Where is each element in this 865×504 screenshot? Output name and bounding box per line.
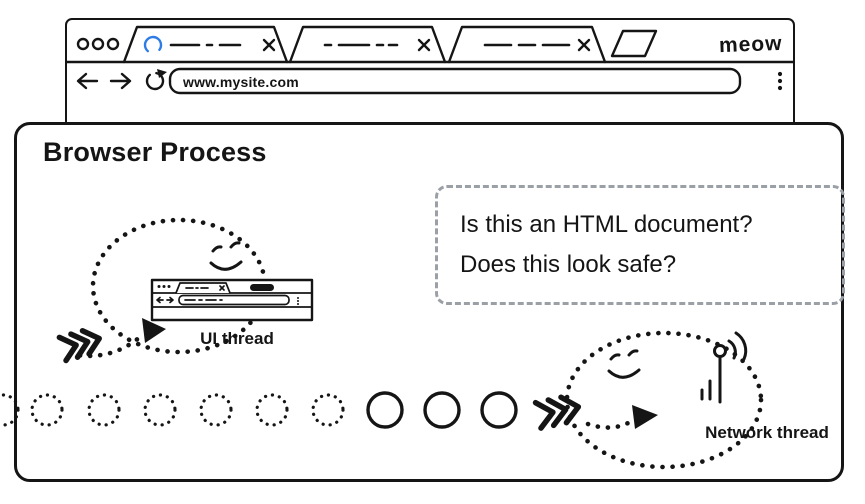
smiley-face-icon [607, 349, 641, 379]
fast-forward-chevrons-icon [532, 394, 582, 431]
dotted-circles-stream [0, 393, 345, 427]
url-text: www.mysite.com [183, 74, 299, 90]
solid-circles-stream [366, 391, 518, 429]
tab-close-icon [417, 38, 431, 52]
reload-icon [145, 69, 167, 91]
url-bar [168, 67, 742, 95]
bubble-line: Is this an HTML document? [460, 211, 753, 238]
back-icon [76, 72, 99, 90]
tab-close-icon [577, 38, 591, 52]
arrowhead-icon [142, 318, 166, 343]
tab-1 [122, 25, 289, 64]
tab-spinner-icon [143, 35, 163, 55]
tab-close-icon [262, 38, 276, 52]
forward-icon [109, 72, 132, 90]
menu-kebab-icon [777, 71, 783, 91]
browser-window-drawing: meow www.mysite.com [65, 18, 795, 128]
arrowhead-icon [632, 405, 658, 429]
ui-thread-label: UI thread [200, 329, 274, 348]
browser-logo: meow [719, 31, 784, 58]
new-tab-icon [610, 29, 658, 58]
tabs-drawing [122, 25, 658, 64]
fast-forward-chevrons-icon [56, 328, 102, 364]
browser-mini-icon [150, 278, 314, 322]
bubble-line: Does this look safe? [460, 251, 677, 278]
process-scene [0, 217, 764, 470]
browser-process-box: Browser Process Is this an HTML document… [0, 122, 845, 482]
antenna-icon [700, 331, 748, 404]
smiley-face-icon [209, 241, 243, 271]
network-thread-label: Network thread [705, 423, 829, 442]
window-buttons-icon [76, 37, 120, 51]
network-thread-character [532, 330, 764, 470]
process-title: Browser Process [43, 137, 267, 167]
thought-bubble: Is this an HTML document? Does this look… [435, 185, 845, 305]
browser-chrome-drawing [65, 25, 795, 95]
